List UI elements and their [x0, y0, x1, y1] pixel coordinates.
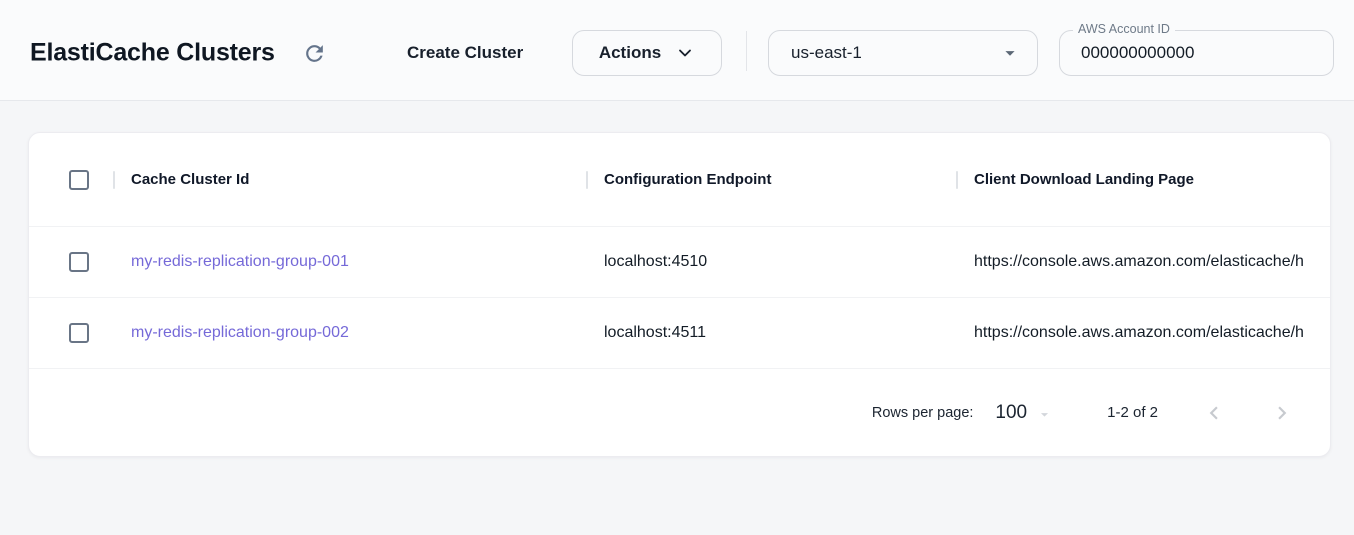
page-title: ElastiCache Clusters — [30, 38, 275, 67]
pagination-range-label: 1-2 of 2 — [1107, 404, 1158, 421]
rows-per-page-label: Rows per page: — [871, 404, 974, 421]
column-header-cache-cluster-id[interactable]: Cache Cluster Id — [113, 133, 586, 226]
column-separator — [956, 170, 958, 189]
chevron-right-icon — [1269, 400, 1295, 426]
actions-button[interactable]: Actions — [572, 30, 722, 76]
row-checkbox-cell — [29, 323, 113, 343]
caret-down-icon — [999, 42, 1021, 64]
row-checkbox[interactable] — [69, 323, 89, 343]
aws-account-id-input[interactable] — [1060, 31, 1333, 75]
column-header-label: Cache Cluster Id — [131, 171, 250, 188]
table-row: my-redis-replication-group-001 localhost… — [29, 226, 1330, 297]
client-download-landing-page-cell: https://console.aws.amazon.com/elasticac… — [974, 253, 1304, 270]
caret-down-icon — [1036, 406, 1053, 423]
column-separator — [586, 170, 588, 189]
row-checkbox-cell — [29, 252, 113, 272]
chevron-down-icon — [675, 43, 695, 63]
top-bar: ElastiCache Clusters Create Cluster Acti… — [0, 0, 1354, 101]
table-row: my-redis-replication-group-002 localhost… — [29, 297, 1330, 368]
previous-page-button[interactable] — [1194, 393, 1234, 433]
chevron-left-icon — [1201, 400, 1227, 426]
main-content: Cache Cluster Id Configuration Endpoint … — [0, 101, 1354, 457]
header-checkbox-cell — [29, 169, 113, 190]
column-header-label: Client Download Landing Page — [974, 171, 1195, 188]
table-footer: Rows per page: 100 1-2 of 2 — [29, 368, 1330, 456]
select-all-checkbox[interactable] — [69, 169, 89, 190]
column-header-client-download-landing-page[interactable]: Client Download Landing Page — [956, 133, 1330, 226]
cache-cluster-id-cell: my-redis-replication-group-001 — [113, 253, 586, 271]
client-download-landing-page-cell: https://console.aws.amazon.com/elasticac… — [974, 324, 1304, 341]
configuration-endpoint-cell: localhost:4511 — [604, 324, 706, 341]
refresh-button[interactable] — [301, 40, 328, 67]
cache-cluster-id-link[interactable]: my-redis-replication-group-002 — [131, 324, 349, 341]
cache-cluster-id-link[interactable]: my-redis-replication-group-001 — [131, 253, 349, 270]
rows-per-page-select[interactable]: 100 — [995, 402, 1053, 424]
refresh-icon — [302, 41, 327, 66]
column-header-configuration-endpoint[interactable]: Configuration Endpoint — [586, 133, 956, 226]
table-header-row: Cache Cluster Id Configuration Endpoint … — [29, 133, 1330, 226]
rows-per-page-value: 100 — [995, 401, 1028, 423]
aws-account-id-field: AWS Account ID — [1059, 22, 1334, 76]
column-header-label: Configuration Endpoint — [604, 171, 772, 188]
configuration-endpoint-cell: localhost:4510 — [604, 253, 708, 270]
header-divider — [746, 31, 747, 71]
clusters-table-card: Cache Cluster Id Configuration Endpoint … — [28, 132, 1331, 457]
aws-account-id-label: AWS Account ID — [1073, 22, 1175, 36]
region-select-value: us-east-1 — [791, 43, 862, 62]
create-cluster-button[interactable]: Create Cluster — [407, 43, 524, 62]
row-checkbox[interactable] — [69, 252, 89, 272]
column-separator — [113, 170, 115, 189]
actions-button-label: Actions — [598, 43, 662, 62]
cache-cluster-id-cell: my-redis-replication-group-002 — [113, 324, 586, 342]
region-select[interactable]: us-east-1 — [768, 30, 1038, 76]
next-page-button[interactable] — [1262, 393, 1302, 433]
